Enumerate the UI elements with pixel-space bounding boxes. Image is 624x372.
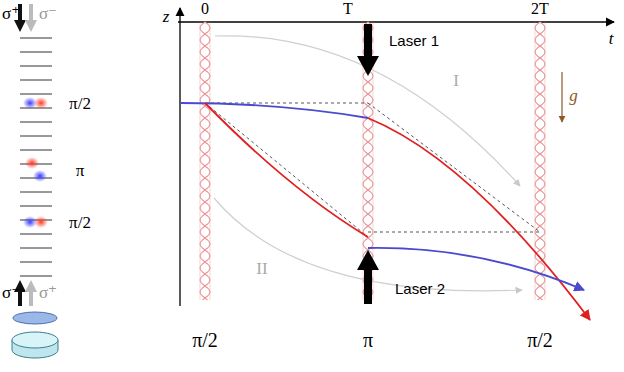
polarization-label: σ⁻ [39,5,57,22]
beam-arrow [14,20,26,32]
atom-wavepackets [23,97,48,228]
laser-label: Laser 2 [395,281,445,296]
beam-arrow [29,4,33,22]
t-axis [178,21,614,22]
laser-label: Laser 1 [389,33,439,48]
pulse-label: π/2 [69,214,91,231]
pulse-label: π [363,330,373,350]
polarization-label: σ⁺ [39,284,57,301]
pulse-label: π/2 [527,330,553,350]
laser-arrow [357,250,379,304]
red-trajectory [368,118,590,320]
polarization-label: σ⁻ [2,284,20,301]
lattice-levels [20,38,52,276]
dashed-path [205,103,540,237]
path-label: I [453,72,459,89]
pulse-label: π/2 [69,95,91,112]
pulse-label: π/2 [192,330,218,350]
tick-label: 2T [531,1,549,17]
axis-label: t [609,30,614,47]
polarization-label: σ⁺ [2,5,20,22]
laser-arrow [357,24,379,76]
z-axis [179,8,180,306]
mirror [12,312,58,358]
beam-arrow [25,20,37,32]
pulse-label: π [76,162,85,179]
tick-label: 0 [201,1,209,17]
path-label: II [256,260,267,277]
red-trajectory [205,103,368,237]
beam-arrow [29,290,33,306]
gravity-label: g⃗ [569,87,591,104]
beam-arrow [25,280,37,292]
gravity-arrow [561,72,562,122]
axis-label: z [163,8,170,25]
tick-label: T [343,1,353,17]
